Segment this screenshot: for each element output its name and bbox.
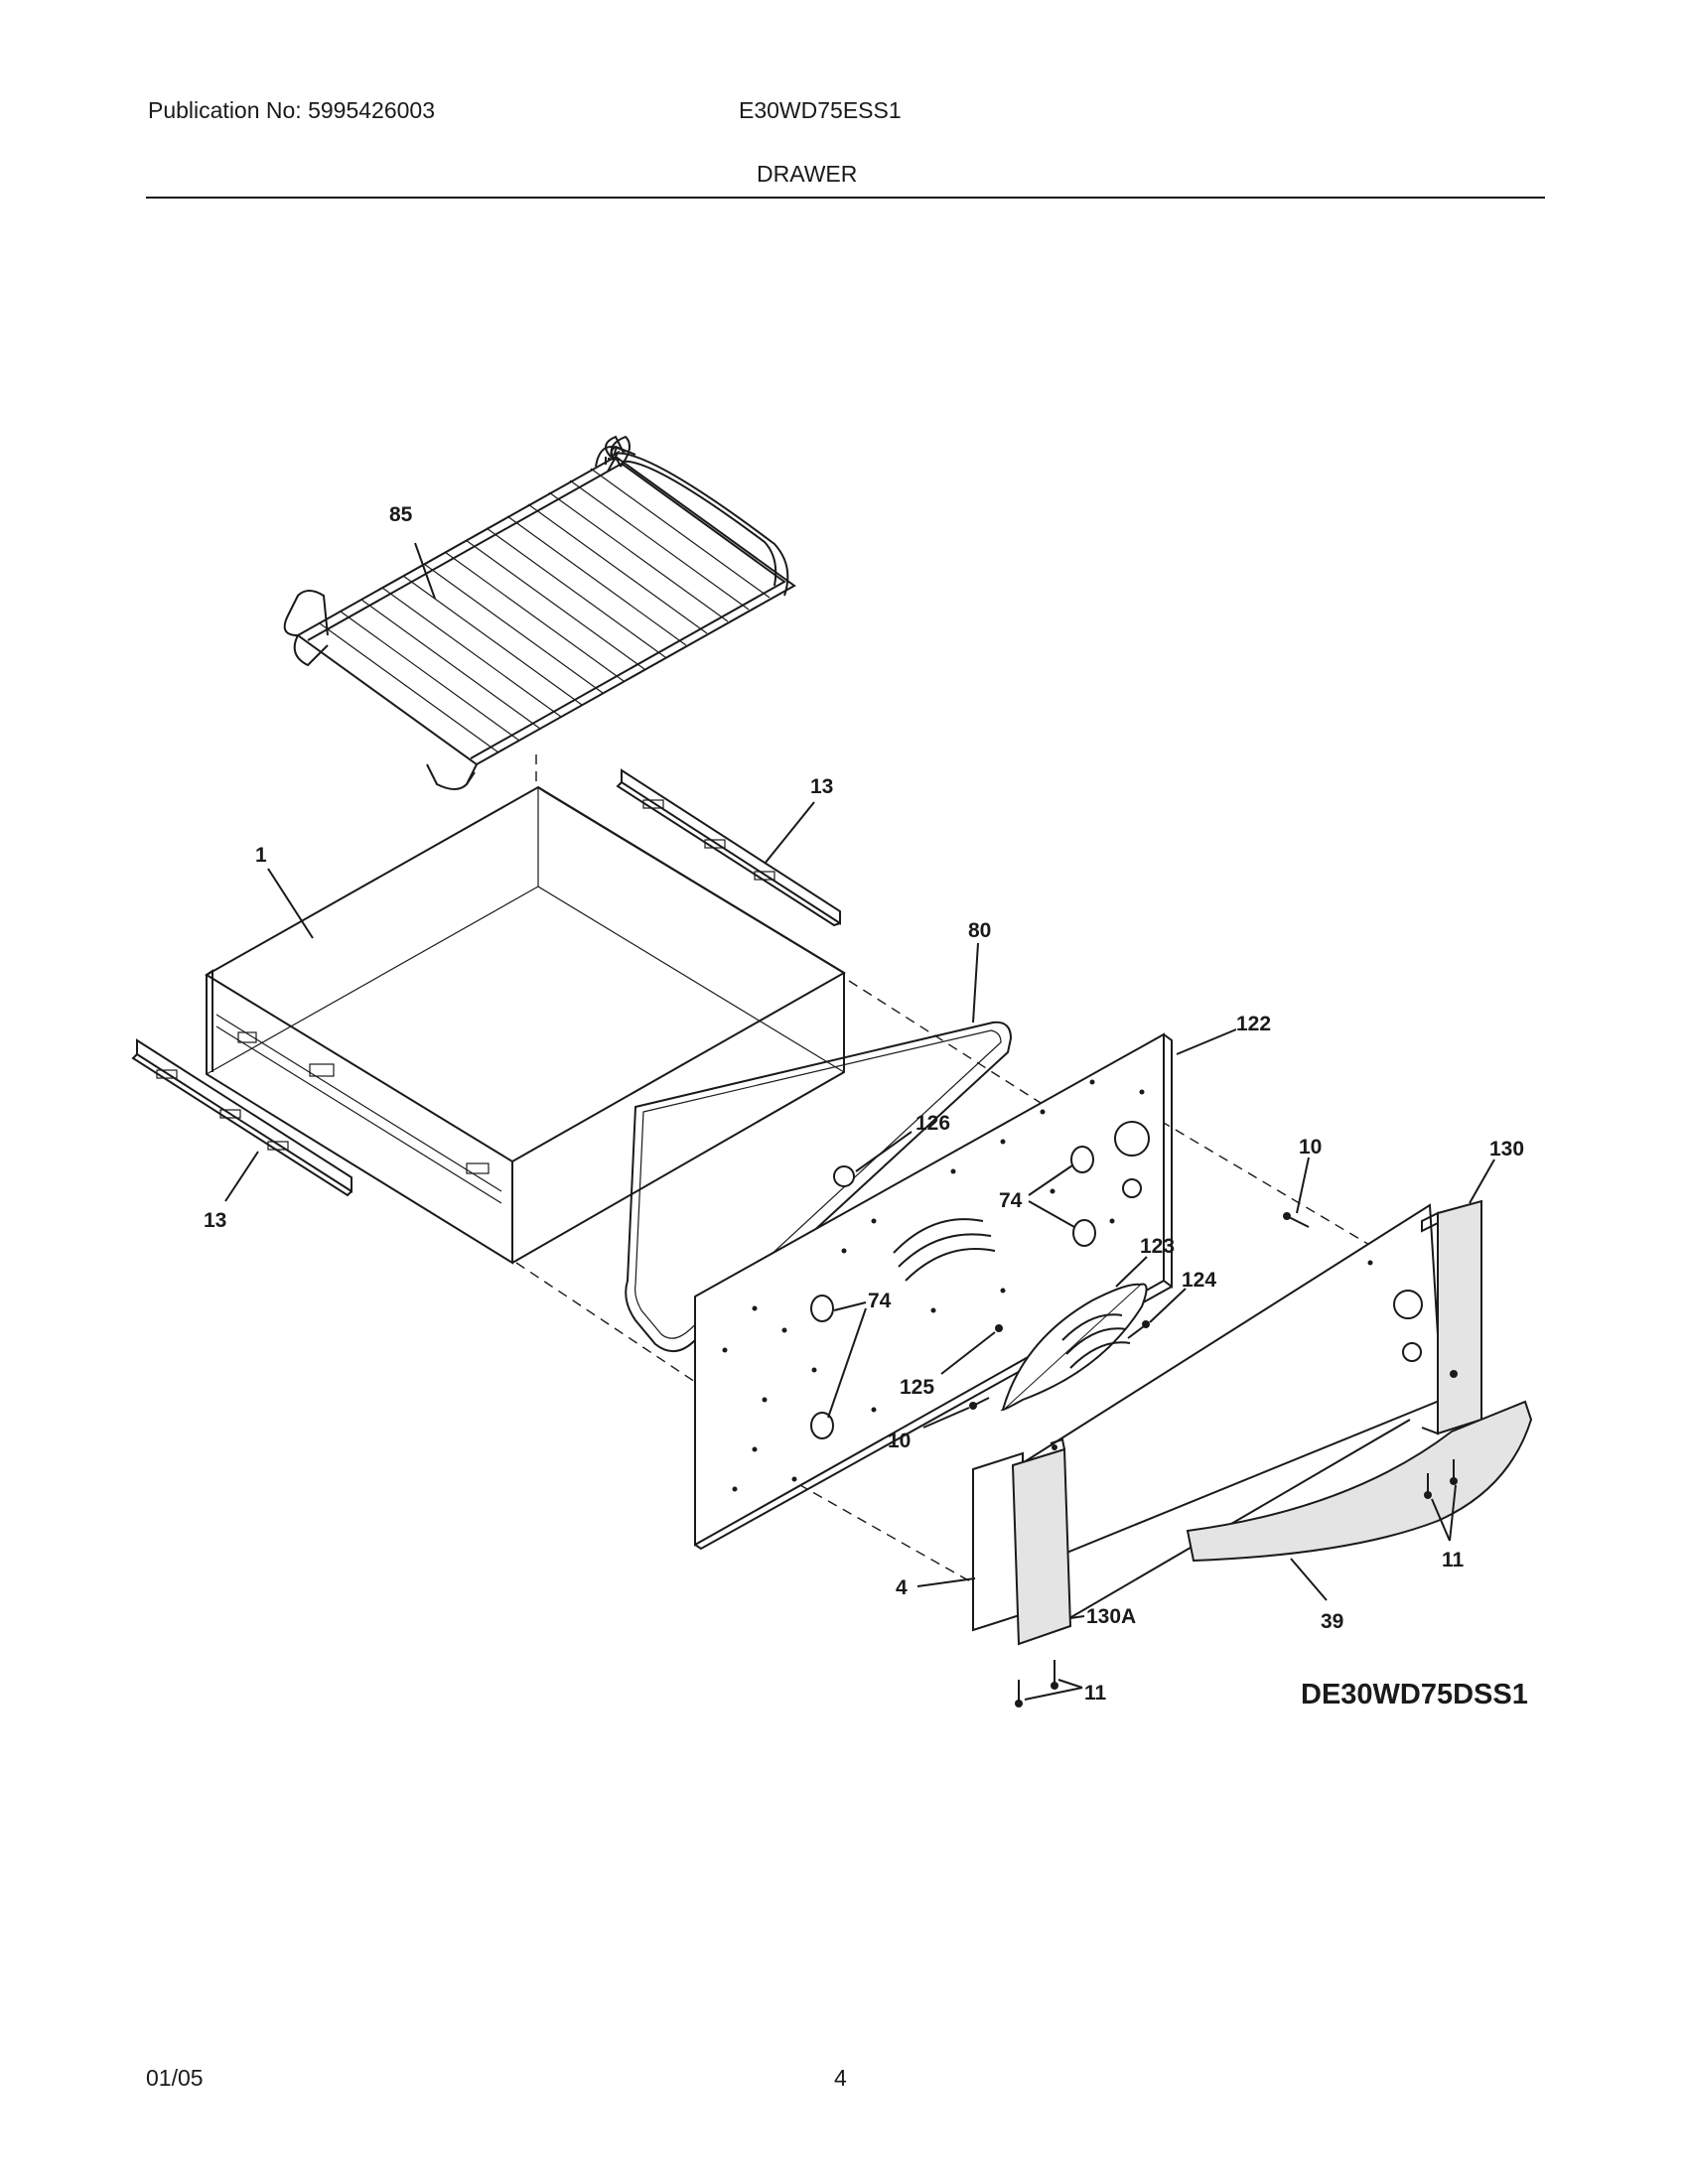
leader-125 [940, 1331, 996, 1375]
slide-rail-upper [616, 768, 841, 927]
callout-126: 126 [915, 1112, 950, 1135]
header-rule [146, 197, 1545, 199]
leader-130A [1069, 1615, 1085, 1619]
leader-85 [414, 542, 436, 600]
publication-number: Publication No: 5995426003 [148, 97, 436, 123]
callout-123: 123 [1140, 1235, 1175, 1258]
wire-rack [283, 435, 796, 790]
callout-74-lower: 74 [868, 1290, 892, 1312]
callout-125: 125 [900, 1376, 934, 1399]
callout-10-lower: 10 [888, 1430, 911, 1452]
leader-11-right-b [1449, 1484, 1457, 1542]
vent-cover [1000, 1283, 1148, 1412]
callout-11-left: 11 [1084, 1682, 1107, 1705]
callout-124: 124 [1182, 1269, 1216, 1292]
leader-130 [1469, 1159, 1495, 1204]
leader-124 [1149, 1288, 1187, 1323]
drawer-body [205, 785, 846, 1265]
leader-13-upper [764, 801, 815, 865]
callout-39: 39 [1321, 1610, 1343, 1633]
leader-10-lower [922, 1407, 970, 1429]
leader-122 [1176, 1028, 1237, 1055]
leader-74-lower-a [833, 1301, 867, 1311]
section-title: DRAWER [757, 161, 858, 187]
callout-1: 1 [255, 844, 267, 867]
leader-4 [916, 1577, 976, 1587]
footer-page-number: 4 [834, 2065, 847, 2091]
leader-10-upper [1296, 1157, 1310, 1214]
leader-126 [855, 1131, 913, 1172]
leader-74-upper-a [1028, 1164, 1073, 1196]
spacers-upper [1070, 1146, 1096, 1247]
screws-left [1015, 1660, 1058, 1707]
leader-1 [267, 868, 314, 939]
callout-13-lower: 13 [204, 1209, 226, 1232]
leader-74-lower-b [827, 1307, 867, 1419]
callout-130: 130 [1489, 1138, 1524, 1160]
footer-date: 01/05 [146, 2065, 204, 2091]
screw-cover [1127, 1320, 1150, 1339]
door-gasket [625, 1021, 1013, 1352]
callout-130A: 130A [1086, 1605, 1136, 1628]
leader-80 [972, 942, 979, 1024]
leader-39 [1290, 1558, 1328, 1601]
callout-4: 4 [896, 1576, 908, 1599]
guide-line [515, 1262, 696, 1383]
callout-74-upper: 74 [999, 1189, 1023, 1212]
callout-11-right: 11 [1442, 1549, 1465, 1571]
trim-left [1011, 1437, 1072, 1646]
door-handle [1186, 1400, 1533, 1563]
callout-85: 85 [389, 503, 413, 526]
callout-10-upper: 10 [1299, 1136, 1322, 1159]
spacers-lower [810, 1295, 834, 1439]
callout-122: 122 [1236, 1013, 1271, 1035]
model-number: E30WD75ESS1 [739, 97, 902, 123]
inner-door-panel [694, 1032, 1173, 1551]
guide-line [754, 1458, 1054, 1629]
clip [995, 1324, 1003, 1332]
screw-lower [969, 1397, 990, 1410]
slide-rail-lower [131, 1038, 352, 1197]
leader-74-upper-b [1028, 1200, 1075, 1228]
leader-123 [1115, 1256, 1148, 1288]
leader-13-lower [224, 1151, 259, 1202]
leader-11-left-b [1057, 1679, 1083, 1689]
callout-80: 80 [968, 919, 991, 942]
plug [833, 1165, 855, 1187]
leader-11-left-a [1024, 1687, 1083, 1701]
screw-upper [1283, 1212, 1310, 1228]
diagram-model-code: DE30WD75DSS1 [1301, 1679, 1528, 1710]
leader-11-right-a [1431, 1498, 1451, 1542]
callout-13-upper: 13 [810, 775, 833, 798]
screws-right [1424, 1459, 1458, 1499]
